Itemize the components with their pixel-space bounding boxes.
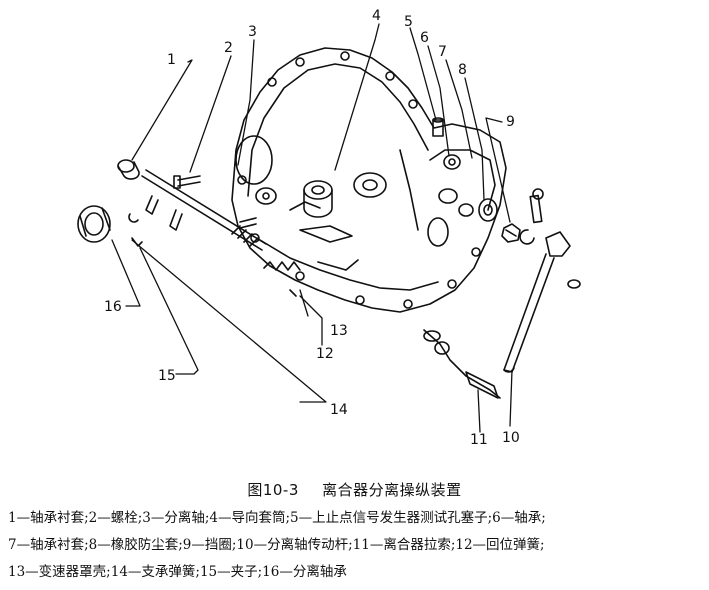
figure-title: 离合器分离操纵装置 xyxy=(322,481,462,499)
parts-legend: 1—轴承衬套;2—螺栓;3—分离轴;4—导向套筒;5—上止点信号发生器测试孔塞子… xyxy=(8,505,704,586)
legend-line: 13—变速器罩壳;14—支承弹簧;15—夹子;16—分离轴承 xyxy=(8,564,347,580)
release-shaft-lever xyxy=(503,188,581,373)
callout-4: 4 xyxy=(372,8,381,24)
legend-line: 1—轴承衬套;2—螺栓;3—分离轴;4—导向套筒;5—上止点信号发生器测试孔塞子… xyxy=(8,510,546,526)
rubber-dust-boot xyxy=(501,223,521,243)
callout-10: 10 xyxy=(502,430,520,446)
clutch-release-diagram: 1 2 3 4 5 6 7 8 9 10 11 12 13 14 15 16 xyxy=(77,8,581,448)
figure-number: 图10-3 xyxy=(247,481,299,499)
clip xyxy=(128,213,143,247)
callout-5: 5 xyxy=(404,14,413,30)
callout-7: 7 xyxy=(438,44,447,60)
bearing-bush xyxy=(478,198,498,222)
transmission-housing xyxy=(231,47,507,313)
clutch-cable xyxy=(423,329,501,399)
callout-9: 9 xyxy=(506,114,515,130)
retaining-ring xyxy=(519,229,535,245)
callout-1: 1 xyxy=(167,52,176,68)
callout-11: 11 xyxy=(470,432,488,448)
bolt xyxy=(173,175,257,229)
callout-16: 16 xyxy=(104,299,122,315)
callout-12: 12 xyxy=(316,346,334,362)
callout-13: 13 xyxy=(330,323,348,339)
guide-sleeve xyxy=(303,180,333,218)
return-spring xyxy=(263,261,301,297)
leader-lines xyxy=(111,23,513,433)
callout-14: 14 xyxy=(330,402,348,418)
callout-2: 2 xyxy=(224,40,233,56)
callout-6: 6 xyxy=(420,30,429,46)
callout-15: 15 xyxy=(158,368,176,384)
bearing-bushing xyxy=(117,159,140,180)
figure-caption: 图10-3 离合器分离操纵装置 xyxy=(0,479,709,500)
legend-line: 7—轴承衬套;8—橡胶防尘套;9—挡圈;10—分离轴传动杆;11—离合器拉索;1… xyxy=(8,537,545,553)
release-shaft xyxy=(141,169,267,251)
bearing xyxy=(443,154,461,170)
callout-8: 8 xyxy=(458,62,467,78)
test-hole-plug xyxy=(432,117,444,137)
release-bearing xyxy=(77,205,111,243)
callout-3: 3 xyxy=(248,24,257,40)
